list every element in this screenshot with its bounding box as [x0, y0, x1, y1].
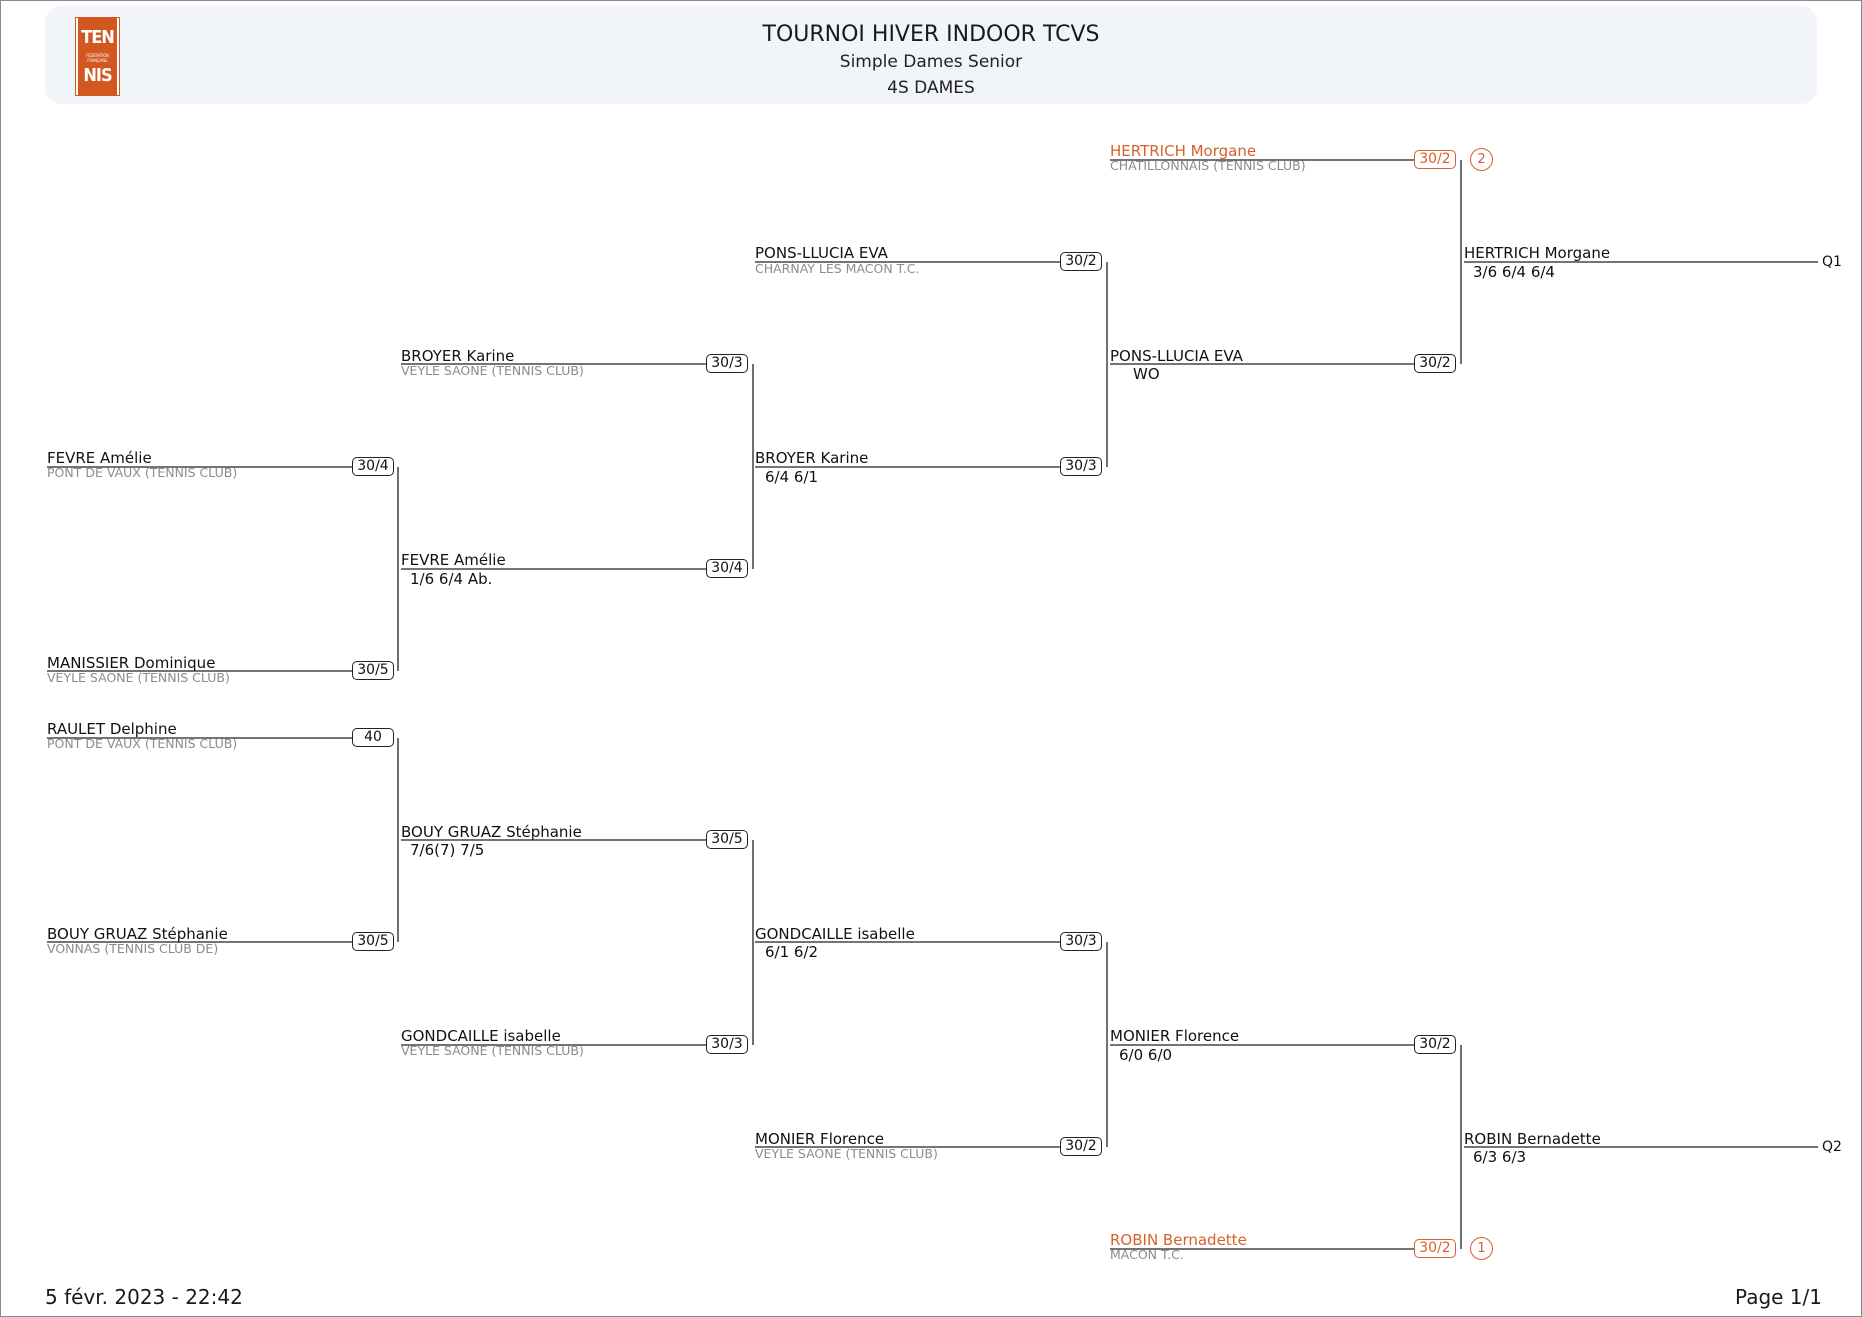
ranking-badge: 30/3: [706, 1035, 748, 1054]
ranking-badge: 30/2: [1414, 1239, 1456, 1258]
player-name: PONS-LLUCIA EVA: [755, 244, 888, 262]
qualifier-label: Q1: [1822, 254, 1842, 270]
draw-category: 4S DAMES: [887, 78, 975, 98]
player-name: GONDCAILLE isabelle: [401, 1027, 561, 1045]
seed-number-badge: 1: [1470, 1237, 1493, 1260]
match-score: 1/6 6/4 Ab.: [410, 570, 493, 588]
print-date: 5 févr. 2023 - 22:42: [45, 1285, 243, 1309]
player-name: BOUY GRUAZ Stéphanie: [47, 925, 228, 943]
ranking-badge: 30/5: [352, 932, 394, 951]
header-panel: [45, 6, 1817, 104]
player-club: PONT DE VAUX (TENNIS CLUB): [47, 736, 238, 751]
tournament-title: TOURNOI HIVER INDOOR TCVS: [762, 22, 1100, 47]
qualified-player-name: ROBIN Bernadette: [1464, 1130, 1601, 1148]
player-club: CHARNAY LES MACON T.C.: [755, 261, 920, 276]
match-score: 6/4 6/1: [765, 468, 819, 486]
match-winner-name: FEVRE Amélie: [401, 551, 506, 569]
player-club: PONT DE VAUX (TENNIS CLUB): [47, 465, 238, 480]
logo-text-mid: FÉDÉRATION FRANÇAISE: [86, 53, 109, 63]
ranking-badge: 30/2: [1060, 252, 1102, 271]
match-score: 7/6(7) 7/5: [410, 841, 485, 859]
player-club: VONNAS (TENNIS CLUB DE): [47, 941, 219, 956]
match-winner-name: GONDCAILLE isabelle: [755, 925, 915, 943]
ranking-badge: 30/2: [1414, 354, 1456, 373]
ranking-badge: 30/2: [1060, 1137, 1102, 1156]
ranking-badge: 30/3: [1060, 932, 1102, 951]
player-club: VEYLE SAONE (TENNIS CLUB): [755, 1146, 938, 1161]
player-name: BROYER Karine: [401, 347, 515, 365]
qualifier-label: Q2: [1822, 1139, 1842, 1155]
ranking-badge: 30/4: [352, 457, 394, 476]
player-name: MANISSIER Dominique: [47, 654, 216, 672]
event-subtitle: Simple Dames Senior: [839, 52, 1023, 72]
qualified-player-name: HERTRICH Morgane: [1464, 244, 1611, 262]
ranking-badge: 30/3: [1060, 457, 1102, 476]
player-name: RAULET Delphine: [47, 720, 177, 738]
fft-tennis-logo: TEN FÉDÉRATION FRANÇAISE NIS: [76, 18, 119, 95]
ranking-badge: 30/2: [1414, 1035, 1456, 1054]
match-score: 3/6 6/4 6/4: [1473, 263, 1555, 281]
ranking-badge: 30/5: [706, 830, 748, 849]
match-score: WO: [1133, 365, 1160, 383]
logo-text-top: TEN: [81, 27, 115, 48]
ranking-badge: 30/2: [1414, 150, 1456, 169]
match-score: 6/3 6/3: [1473, 1148, 1527, 1166]
player-name: FEVRE Amélie: [47, 449, 152, 467]
ranking-badge: 30/4: [706, 559, 748, 578]
match-winner-name: BOUY GRUAZ Stéphanie: [401, 823, 582, 841]
page-number: Page 1/1: [1735, 1285, 1822, 1309]
ranking-badge: 30/3: [706, 354, 748, 373]
logo-text-bottom: NIS: [83, 65, 112, 86]
player-name: MONIER Florence: [755, 1130, 885, 1148]
ranking-badge: 30/5: [352, 661, 394, 680]
seeded-player-name: HERTRICH Morgane: [1110, 142, 1257, 160]
player-club: MACON T.C.: [1110, 1247, 1184, 1262]
player-club: VEYLE SAONE (TENNIS CLUB): [401, 1043, 584, 1058]
ranking-badge: 40: [352, 728, 394, 747]
match-winner-name: BROYER Karine: [755, 449, 869, 467]
seed-number-badge: 2: [1470, 148, 1493, 171]
match-score: 6/1 6/2: [765, 943, 819, 961]
match-winner-name: MONIER Florence: [1110, 1027, 1240, 1045]
player-club: VEYLE SAONE (TENNIS CLUB): [47, 670, 230, 685]
match-winner-name: PONS-LLUCIA EVA: [1110, 347, 1243, 365]
seeded-player-name: ROBIN Bernadette: [1110, 1231, 1247, 1249]
match-score: 6/0 6/0: [1119, 1046, 1173, 1064]
player-club: VEYLE SAONE (TENNIS CLUB): [401, 363, 584, 378]
player-club: CHATILLONNAIS (TENNIS CLUB): [1110, 158, 1306, 173]
